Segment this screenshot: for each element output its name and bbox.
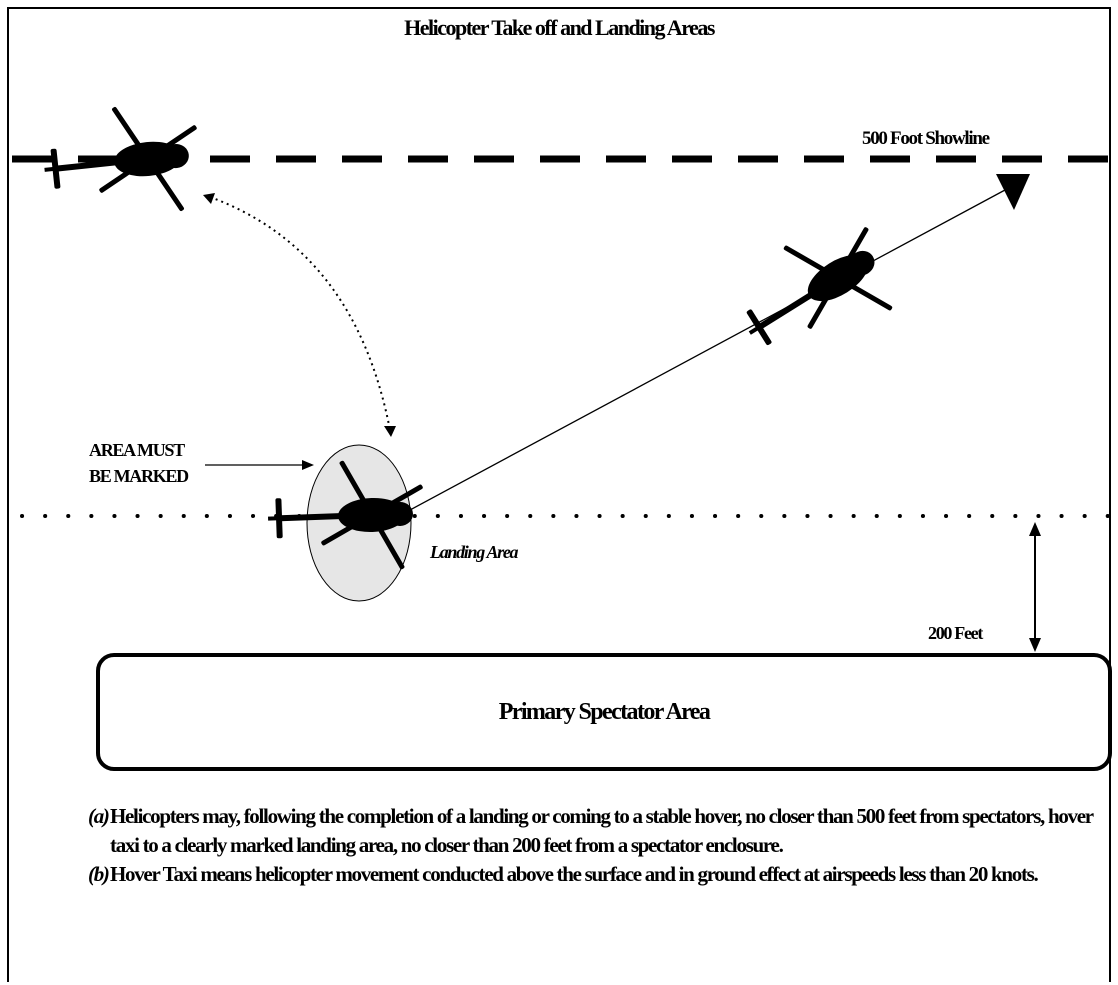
hover-taxi-path <box>209 196 391 431</box>
arrow-icon <box>302 460 314 470</box>
takeoff-path-line <box>409 189 1006 511</box>
note-a: (a) Helicopters may, following the compl… <box>88 802 1108 860</box>
distance-label: 200 Feet <box>928 623 983 643</box>
note-marker: (a) <box>88 804 110 828</box>
helicopter-icon <box>720 202 913 381</box>
note-marker: (b) <box>88 862 110 886</box>
landing-area-label: Landing Area <box>430 542 519 562</box>
diagram-title: Helicopter Take off and Landing Areas <box>404 15 715 40</box>
note-text: Hover Taxi means helicopter movement con… <box>110 862 1039 886</box>
area-marked-label-1: AREA MUST <box>89 440 185 460</box>
note-b: (b) Hover Taxi means helicopter movement… <box>88 860 1108 889</box>
notes-list: (a) Helicopters may, following the compl… <box>88 802 1108 889</box>
arrow-icon <box>1029 638 1041 652</box>
spectator-area-box: Primary Spectator Area <box>96 653 1112 771</box>
showline-label: 500 Foot Showline <box>862 128 990 149</box>
spectator-area-label: Primary Spectator Area <box>498 698 711 725</box>
arrow-icon <box>996 174 1030 210</box>
arrow-icon <box>1029 522 1041 536</box>
arrow-icon <box>384 426 396 437</box>
note-text: Helicopters may, following the completio… <box>110 804 1094 857</box>
area-marked-label-2: BE MARKED <box>89 466 189 486</box>
arrow-icon <box>203 193 215 204</box>
diagram-frame <box>7 7 1111 982</box>
helicopter-icon <box>38 97 206 226</box>
